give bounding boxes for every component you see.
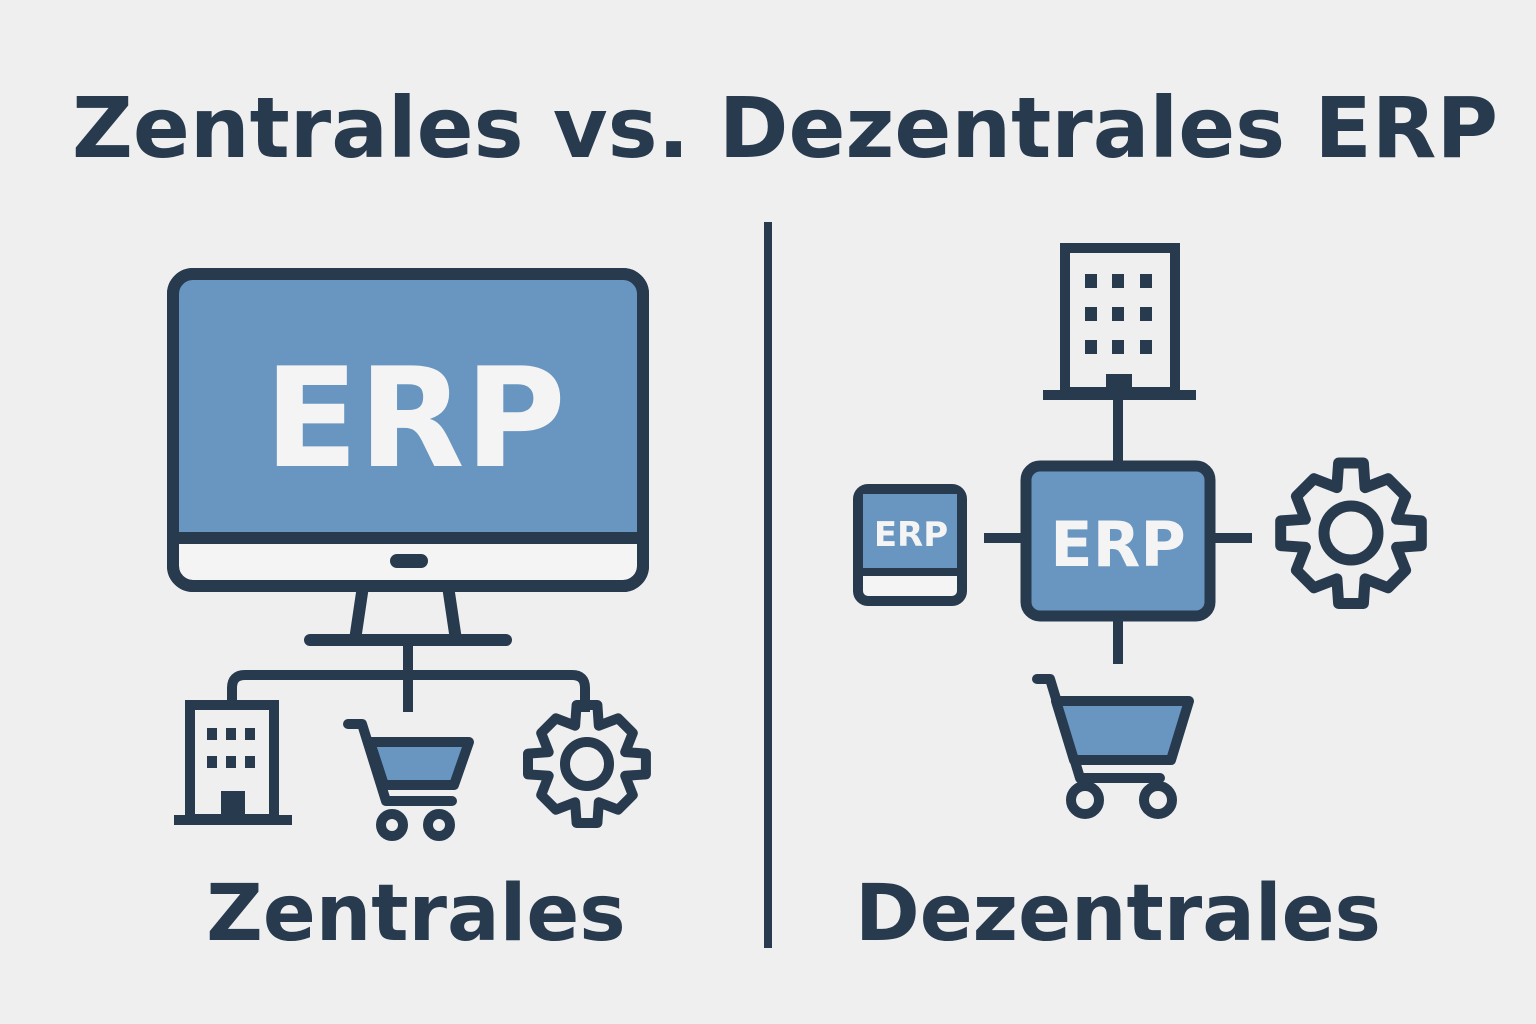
- building-icon: [1043, 243, 1196, 400]
- gear-icon: [523, 700, 651, 828]
- left-caption: Zentrales: [206, 869, 625, 959]
- page-title: Zentrales vs. Dezentrales ERP: [72, 79, 1498, 177]
- right-caption: Dezentrales: [855, 869, 1381, 959]
- monitor-erp-label: ERP: [264, 338, 566, 499]
- right-connector-lines: [984, 396, 1252, 664]
- left-panel: ERP Zen: [167, 268, 651, 959]
- shopping-cart-icon: [343, 719, 474, 841]
- left-connector-lines: [227, 640, 590, 712]
- erp-hub-label: ERP: [1050, 508, 1186, 581]
- monitor-icon: [167, 268, 649, 646]
- tablet-icon: [853, 484, 967, 606]
- gear-icon: [1275, 457, 1427, 609]
- right-panel: ERP ERP Dezentrales: [853, 243, 1427, 959]
- building-icon: [174, 700, 292, 825]
- shopping-cart-icon: [1032, 674, 1194, 819]
- erp-hub-box: [1020, 460, 1216, 622]
- device-erp-label: ERP: [874, 515, 948, 555]
